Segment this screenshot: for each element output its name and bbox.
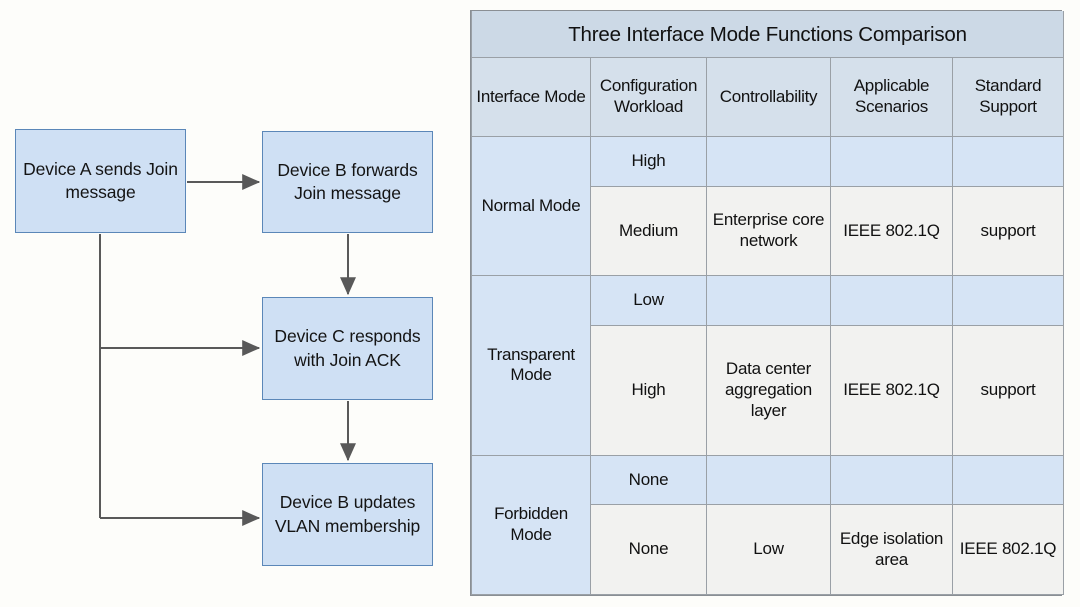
column-header-controllability: Controllability (706, 57, 831, 137)
flow-node-label: Device B updates VLAN membership (274, 492, 421, 536)
cell-standard-support (951, 275, 1065, 326)
cell-standard-support: IEEE 802.1Q (951, 504, 1065, 595)
cell-standard-support: support (951, 324, 1065, 456)
table-title: Three Interface Mode Functions Compariso… (470, 11, 1065, 58)
cell-controllability: Low (706, 504, 831, 595)
flow-node-device-b-forwards-join[interactable]: Device B forwards Join message (262, 131, 433, 233)
column-header-standard-support: Standard Support (951, 57, 1065, 137)
cell-standard-support (951, 454, 1065, 506)
cell-controllability (706, 454, 831, 506)
table-row: High Data center aggregation layer IEEE … (472, 324, 1065, 456)
table-row: Transparent Mode Low (471, 275, 1065, 456)
cell-configuration-workload: None (590, 454, 707, 506)
cell-applicable-scenarios: IEEE 802.1Q (830, 185, 953, 277)
cell-configuration-workload: High (590, 324, 707, 456)
cell-applicable-scenarios (830, 275, 953, 326)
row-mode-transparent: Transparent Mode (471, 275, 591, 456)
table-row: Forbidden Mode None (471, 454, 1065, 596)
cell-controllability: Enterprise core network (706, 185, 831, 277)
flow-node-device-c-responds-ack[interactable]: Device C responds with Join ACK (262, 297, 433, 400)
flow-node-label: Device B forwards Join message (277, 159, 418, 203)
cell-standard-support: support (951, 185, 1065, 277)
table-row: Normal Mode High (471, 135, 1065, 277)
flow-node-device-a-sends-join[interactable]: Device A sends Join message (15, 129, 186, 233)
flow-node-label: Device A sends Join message (23, 158, 178, 202)
cell-controllability (706, 136, 831, 187)
table-row: None Low Edge isolation area IEEE 802.1Q (472, 504, 1065, 595)
cell-applicable-scenarios (830, 454, 953, 506)
row-mode-forbidden: Forbidden Mode (471, 454, 591, 596)
row-mode-normal: Normal Mode (471, 135, 591, 277)
flow-node-label: Device C responds with Join ACK (274, 326, 421, 370)
cell-configuration-workload: None (590, 504, 707, 595)
comparison-table-panel: Three Interface Mode Functions Compariso… (470, 10, 1065, 596)
table-title-row: Three Interface Mode Functions Compariso… (470, 11, 1065, 58)
cell-standard-support (951, 136, 1065, 187)
column-header-interface-mode: Interface Mode (471, 57, 591, 137)
column-header-configuration-workload: Configuration Workload (590, 57, 707, 137)
cell-configuration-workload: Low (590, 275, 707, 326)
table-header-row: Interface Mode Configuration Workload Co… (471, 57, 1065, 137)
table-row: Medium Enterprise core network IEEE 802.… (472, 185, 1065, 277)
cell-configuration-workload: Medium (590, 185, 707, 277)
cell-controllability: Data center aggregation layer (706, 324, 831, 456)
column-header-applicable-scenarios: Applicable Scenarios (830, 57, 953, 137)
flow-node-device-b-updates-vlan[interactable]: Device B updates VLAN membership (262, 463, 433, 566)
flowchart-connectors (99, 174, 356, 526)
flowchart-panel: Device A sends Join message Device B for… (0, 0, 466, 607)
cell-applicable-scenarios (830, 136, 953, 187)
cell-configuration-workload: High (590, 136, 707, 187)
cell-controllability (706, 275, 831, 326)
cell-applicable-scenarios: Edge isolation area (830, 504, 953, 595)
cell-applicable-scenarios: IEEE 802.1Q (830, 324, 953, 456)
comparison-table: Three Interface Mode Functions Compariso… (470, 11, 1065, 596)
